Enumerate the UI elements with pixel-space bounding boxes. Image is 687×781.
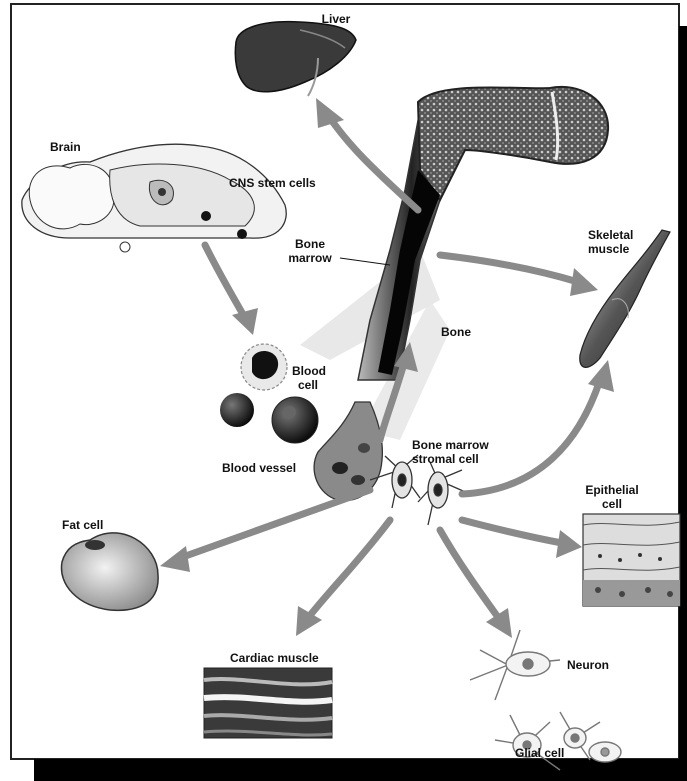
label-epithelial-cell-2: cell: [602, 497, 622, 511]
label-cns-stem-cells: CNS stem cells: [229, 176, 316, 190]
label-glial-cell: Glial cell: [515, 746, 564, 760]
label-stromal-cell-1: Bone marrow: [412, 438, 489, 452]
label-skeletal-muscle-1: Skeletal: [588, 228, 633, 242]
red-blood-cell-dark: [220, 393, 254, 427]
red-blood-cell-granular: [272, 397, 318, 443]
epithelial-tissue-illustration: [583, 514, 680, 606]
label-blood-cell-2: cell: [298, 378, 318, 392]
label-cardiac-muscle: Cardiac muscle: [230, 651, 319, 665]
frame-shadow-right: [679, 26, 687, 781]
label-brain: Brain: [50, 140, 81, 154]
frame-shadow-bottom: [34, 759, 687, 781]
label-stromal-cell-2: stromal cell: [412, 452, 479, 466]
label-skeletal-muscle-2: muscle: [588, 242, 629, 256]
label-epithelial-cell-1: Epithelial: [585, 483, 638, 497]
label-blood-vessel: Blood vessel: [222, 461, 296, 475]
label-neuron: Neuron: [567, 658, 609, 672]
label-fat-cell: Fat cell: [62, 518, 103, 532]
cardiac-muscle-illustration: [204, 668, 332, 738]
label-liver: Liver: [322, 12, 351, 26]
label-bone-marrow-2: marrow: [288, 251, 331, 265]
label-bone-marrow-1: Bone: [295, 237, 325, 251]
label-blood-cell-1: Blood: [292, 364, 326, 378]
label-bone: Bone: [441, 325, 471, 339]
